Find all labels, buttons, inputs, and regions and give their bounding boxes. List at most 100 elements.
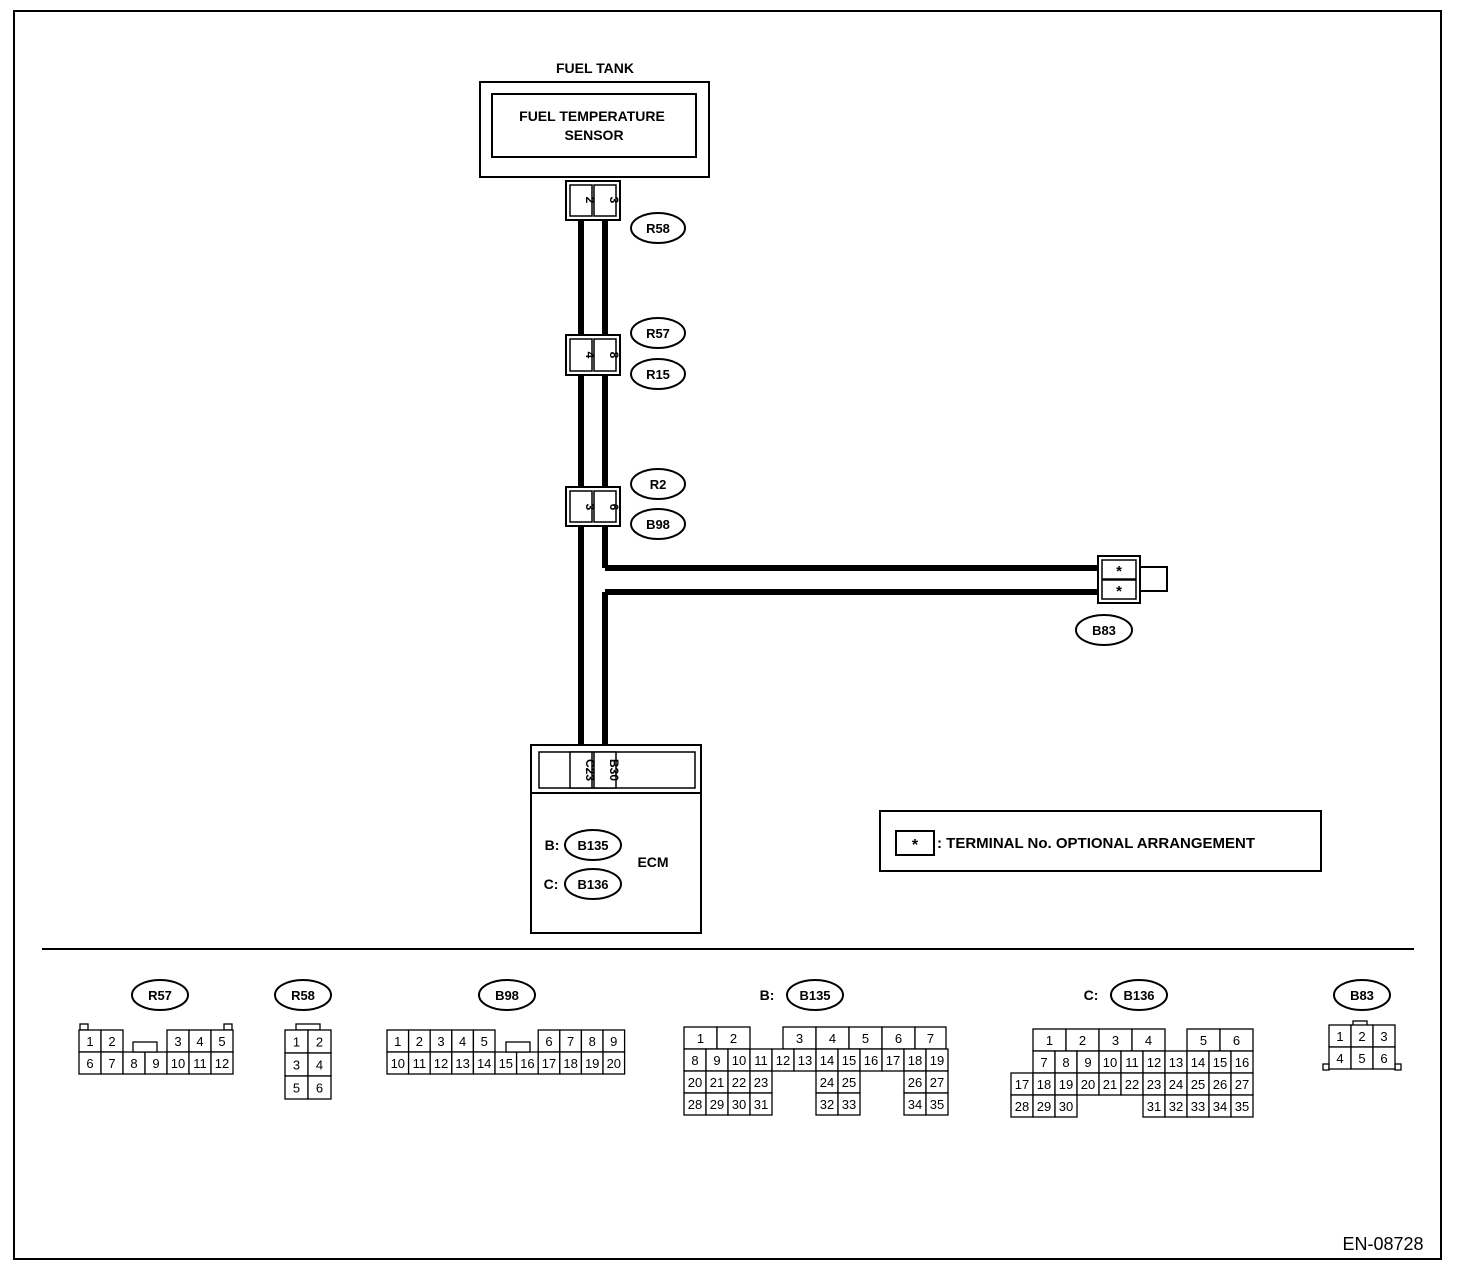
sensor-label-line2: SENSOR [564,127,623,143]
pin-number: 1 [86,1034,93,1049]
pin-number: 26 [1213,1077,1227,1092]
connector-tag-r58-text: R58 [646,221,670,236]
pin-number: 5 [1358,1051,1365,1066]
ecm-conn-c-tag [564,868,622,900]
connector-key [295,1023,321,1031]
pin-number: 33 [842,1097,856,1112]
pin-number: 26 [908,1075,922,1090]
pin-number: 3 [437,1034,444,1049]
r57-pin-b: 8 [607,352,621,359]
pin-number: 10 [391,1056,405,1071]
pin-number: 16 [864,1053,878,1068]
pin-cell [925,1092,949,1116]
pin-number: 23 [754,1075,768,1090]
pin-number: 17 [1015,1077,1029,1092]
pin-number: 7 [927,1031,934,1046]
ecm-pin-c23: C23 [583,759,597,781]
pin-number: 15 [842,1053,856,1068]
pin-cell [749,1092,773,1116]
ecm-conn-c-prefix: C: [544,876,559,892]
pin-number: 5 [218,1034,225,1049]
pin-number: 7 [1040,1055,1047,1070]
outer-frame [13,10,1442,1260]
connector-tag-r2-text: R2 [650,477,667,492]
r58-pin-b: 3 [607,197,621,204]
pin-number: 11 [1125,1055,1139,1070]
pin-number: 12 [215,1056,229,1071]
connector-view-b98-label: B98 [495,988,519,1003]
pin-number: 18 [1037,1077,1051,1092]
pin-number: 16 [1235,1055,1249,1070]
pin-number: 14 [820,1053,834,1068]
connector-key [223,1023,233,1031]
pin-cell [210,1051,234,1075]
pin-number: 11 [193,1056,207,1071]
pin-number: 32 [820,1097,834,1112]
connector-tag-b83-text: B83 [1092,623,1116,638]
ecm-pin-b30: B30 [607,759,621,781]
pin-number: 6 [1380,1051,1387,1066]
pin-number: 10 [171,1056,185,1071]
r58-pin-a: 2 [583,197,597,204]
r57-pin-a: 4 [583,352,597,359]
pin-number: 28 [688,1097,702,1112]
ecm-label: ECM [637,854,668,870]
connector-tag-r15-text: R15 [646,367,670,382]
pin-number: 11 [754,1053,768,1068]
pin-number: 1 [697,1031,704,1046]
pin-number: 9 [152,1056,159,1071]
pin-number: 2 [1358,1029,1365,1044]
pin-number: 33 [1191,1099,1205,1114]
pin-number: 24 [1169,1077,1183,1092]
pin-number: 6 [316,1081,323,1096]
pin-number: 9 [610,1034,617,1049]
pin-number: 6 [86,1056,93,1071]
connector-key [505,1041,531,1053]
pin-number: 25 [1191,1077,1205,1092]
connector-view-b136-prefix: C: [1084,987,1099,1003]
pin-number: 21 [710,1075,724,1090]
ecm-conn-c-text: B136 [577,877,608,892]
connector-key [132,1041,158,1053]
pin-number: 20 [1081,1077,1095,1092]
b83-pin-b: * [1116,583,1122,600]
pin-number: 22 [1125,1077,1139,1092]
pin-number: 15 [1213,1055,1227,1070]
pin-number: 4 [316,1058,323,1073]
connector-view-r57-label: R57 [148,988,172,1003]
pin-number: 17 [542,1056,556,1071]
pin-number: 5 [481,1034,488,1049]
pin-number: 29 [1037,1099,1051,1114]
pin-number: 3 [796,1031,803,1046]
connector-view-b135-prefix: B: [760,987,775,1003]
pin-number: 8 [589,1034,596,1049]
pin-number: 28 [1015,1099,1029,1114]
connector-r57-r15: 4 8 [565,334,621,376]
pin-number: 10 [732,1053,746,1068]
pin-number: 2 [108,1034,115,1049]
pin-number: 7 [567,1034,574,1049]
pin-number: 3 [174,1034,181,1049]
pin-number: 24 [820,1075,834,1090]
pin-number: 30 [732,1097,746,1112]
pin-number: 6 [1233,1033,1240,1048]
pin-number: 4 [1145,1033,1152,1048]
pin-number: 31 [1147,1099,1161,1114]
r2-pin-b: 6 [607,504,621,511]
pin-cell [602,1051,626,1075]
pin-number: 15 [499,1056,513,1071]
pin-number: 1 [394,1034,401,1049]
pin-cell [1054,1094,1078,1118]
legend-symbol: * [912,837,919,854]
pin-number: 1 [1336,1029,1343,1044]
connector-tag-r2 [630,468,686,500]
pin-number: 19 [585,1056,599,1071]
pin-number: 21 [1103,1077,1117,1092]
pin-number: 2 [1079,1033,1086,1048]
pin-number: 1 [293,1035,300,1050]
